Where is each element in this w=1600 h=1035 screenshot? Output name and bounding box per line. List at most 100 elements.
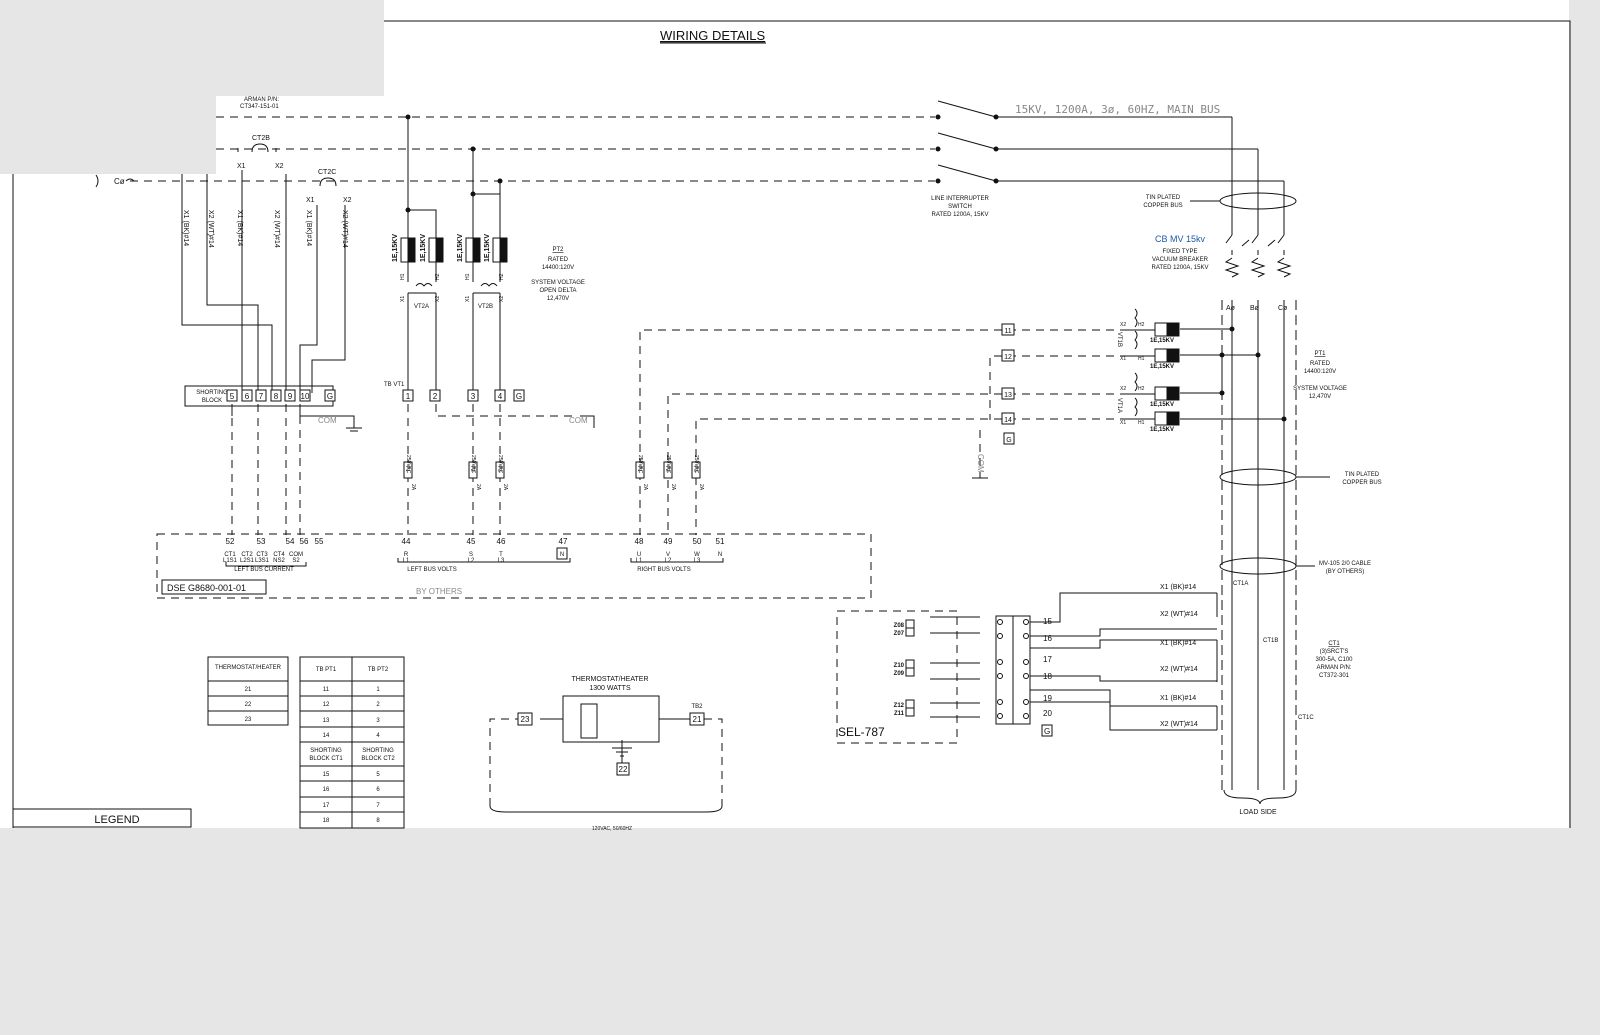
- shorting-terminal: 5: [230, 392, 235, 401]
- tb-vt1-label: TB VT1: [384, 382, 405, 388]
- thermostat-supply: 120VAC, 50/60HZ: [592, 826, 632, 832]
- pt2-title: PT2: [552, 247, 564, 253]
- tb-table-cell: 8: [376, 818, 380, 824]
- sel-z-label: Z12: [894, 703, 905, 709]
- pt1-line: 12,470V: [1309, 394, 1331, 400]
- dse-current-sub: L2S1: [240, 558, 255, 564]
- tb-vt1-ground: G: [516, 392, 522, 401]
- ct1-desc: CT1: [1328, 641, 1340, 647]
- sel-z-label: Z09: [894, 671, 905, 677]
- tin-bus-mid-label: TIN PLATED: [1345, 472, 1380, 478]
- tb-table-cell: 17: [323, 803, 330, 809]
- sel-terminal: 17: [1043, 655, 1052, 664]
- tb-table-cell: 14: [323, 733, 330, 739]
- terminal-13: 13: [1004, 392, 1012, 399]
- thermostat-title: THERMOSTAT/HEATER: [572, 676, 649, 683]
- vt1b-label: VT1B: [1116, 332, 1122, 347]
- tb-table-cell: 4: [376, 733, 380, 739]
- tb-table-cell: 1: [376, 687, 380, 693]
- control-fuse-rating: 250VAC: [665, 455, 671, 474]
- tb-vt1-terminal: 3: [471, 392, 476, 401]
- dse-terminal: 46: [497, 537, 506, 546]
- pt1-fuse-rating: 1E,15KV: [1150, 364, 1174, 370]
- dse-terminal: 53: [257, 537, 266, 546]
- left-bus-current-label: LEFT BUS CURRENT: [234, 567, 294, 573]
- sel-wire-label: X1 (BK)#14: [1160, 640, 1196, 647]
- control-fuse-name: F3: [496, 466, 502, 472]
- pt2-h2: H2: [499, 273, 505, 280]
- sel-z-label: Z07: [894, 631, 905, 637]
- dse-terminal: 52: [226, 537, 235, 546]
- tb-table-cell: 13: [323, 718, 330, 724]
- pt2-h1: H1: [465, 273, 471, 280]
- shorting-block-label: SHORTING: [196, 390, 228, 396]
- pt2-x2: X2: [499, 296, 505, 302]
- sel-wire-label: X2 (WT)#14: [1160, 721, 1198, 728]
- pt2-fuse-rating: 1E,15KV: [420, 234, 427, 262]
- dse-volt-label: S: [469, 552, 473, 558]
- control-fuse-amps: 2A: [475, 484, 481, 491]
- dse-current-sub: S2: [292, 558, 300, 564]
- dse-terminal: 51: [716, 537, 725, 546]
- shorting-ground: G: [327, 392, 333, 401]
- shorting-terminal: 6: [245, 392, 250, 401]
- control-fuse-amps: 2A: [410, 484, 416, 491]
- thermostat-watts: 1300 WATTS: [589, 685, 631, 692]
- tb-table-cell: 5: [376, 772, 380, 778]
- thermo-table-cell: 23: [245, 717, 252, 723]
- tb-table-cell: 16: [323, 787, 330, 793]
- right-terminal-ground: G: [1006, 437, 1011, 444]
- dse-current-sub: NS2: [273, 558, 285, 564]
- shorting-terminal: 10: [301, 392, 310, 401]
- dse-volt-label: N: [718, 552, 722, 558]
- pt1-h2: H2: [1138, 322, 1145, 328]
- shorting-terminal: 7: [259, 392, 264, 401]
- control-fuse-name: F1: [636, 466, 642, 472]
- ct2c-x1-label: X1: [306, 197, 315, 204]
- ct1-desc: ARMAN P/N:: [1316, 665, 1351, 671]
- right-bus-volts-label: RIGHT BUS VOLTS: [637, 567, 690, 573]
- pt2-fuse-rating: 1E,15KV: [392, 234, 399, 262]
- sel-terminal: 19: [1043, 694, 1052, 703]
- ct2-wire-label: X2 (WT)#14: [273, 210, 280, 248]
- tin-bus-top-label: TIN PLATED: [1146, 195, 1181, 201]
- dse-terminal: 47: [559, 537, 568, 546]
- ct2-wire-label: X1 (BK)#14: [305, 210, 312, 246]
- dse-current-label: COM: [289, 552, 303, 558]
- pt2-fuse-rating: 1E,15KV: [457, 234, 464, 262]
- pt2-x1: X1: [400, 296, 406, 302]
- sel-787-label: SEL-787: [838, 725, 885, 739]
- breaker-desc: RATED 1200A, 15KV: [1152, 265, 1209, 271]
- ct2-x2-label: X2: [275, 163, 284, 170]
- thermo-terminal-23: 23: [521, 715, 530, 724]
- page-title: WIRING DETAILS: [660, 28, 766, 43]
- tb-table-cell: 12: [323, 702, 330, 708]
- control-fuse-name: F2: [469, 466, 475, 472]
- tb-table-cell: 18: [323, 818, 330, 824]
- line-interrupter-label: SWITCH: [948, 204, 972, 210]
- control-fuse-rating: 250VAC: [470, 455, 476, 474]
- by-others-label: BY OTHERS: [416, 587, 462, 596]
- sel-z-label: Z10: [894, 663, 905, 669]
- dse-terminal: 49: [664, 537, 673, 546]
- thermo-table-cell: 22: [245, 702, 252, 708]
- phase-c-label: Cø: [114, 177, 125, 186]
- pt1-line: 14400:120V: [1304, 369, 1336, 375]
- phase-c-label-bottom: Cø: [1278, 305, 1288, 312]
- pt2-line: 14400:120V: [542, 265, 574, 271]
- sel-ground: G: [1044, 727, 1050, 736]
- pt1-line: SYSTEM VOLTAGE: [1293, 386, 1347, 392]
- tb2-label: TB2: [691, 704, 703, 710]
- terminal-11: 11: [1004, 328, 1011, 335]
- sel-terminal: 18: [1043, 672, 1052, 681]
- pt2-line: RATED: [548, 257, 569, 263]
- pt1-title: PT1: [1314, 351, 1326, 357]
- pt2-x2: X2: [435, 296, 441, 302]
- shorting-block-label: BLOCK: [202, 398, 222, 404]
- dse-terminal: 48: [635, 537, 644, 546]
- tin-bus-top-label: COPPER BUS: [1143, 203, 1182, 209]
- pt2-fuse-rating: 1E,15KV: [484, 234, 491, 262]
- arman-pn-value: CT347-151-01: [240, 104, 279, 110]
- dse-volt-sub: L2: [468, 558, 475, 564]
